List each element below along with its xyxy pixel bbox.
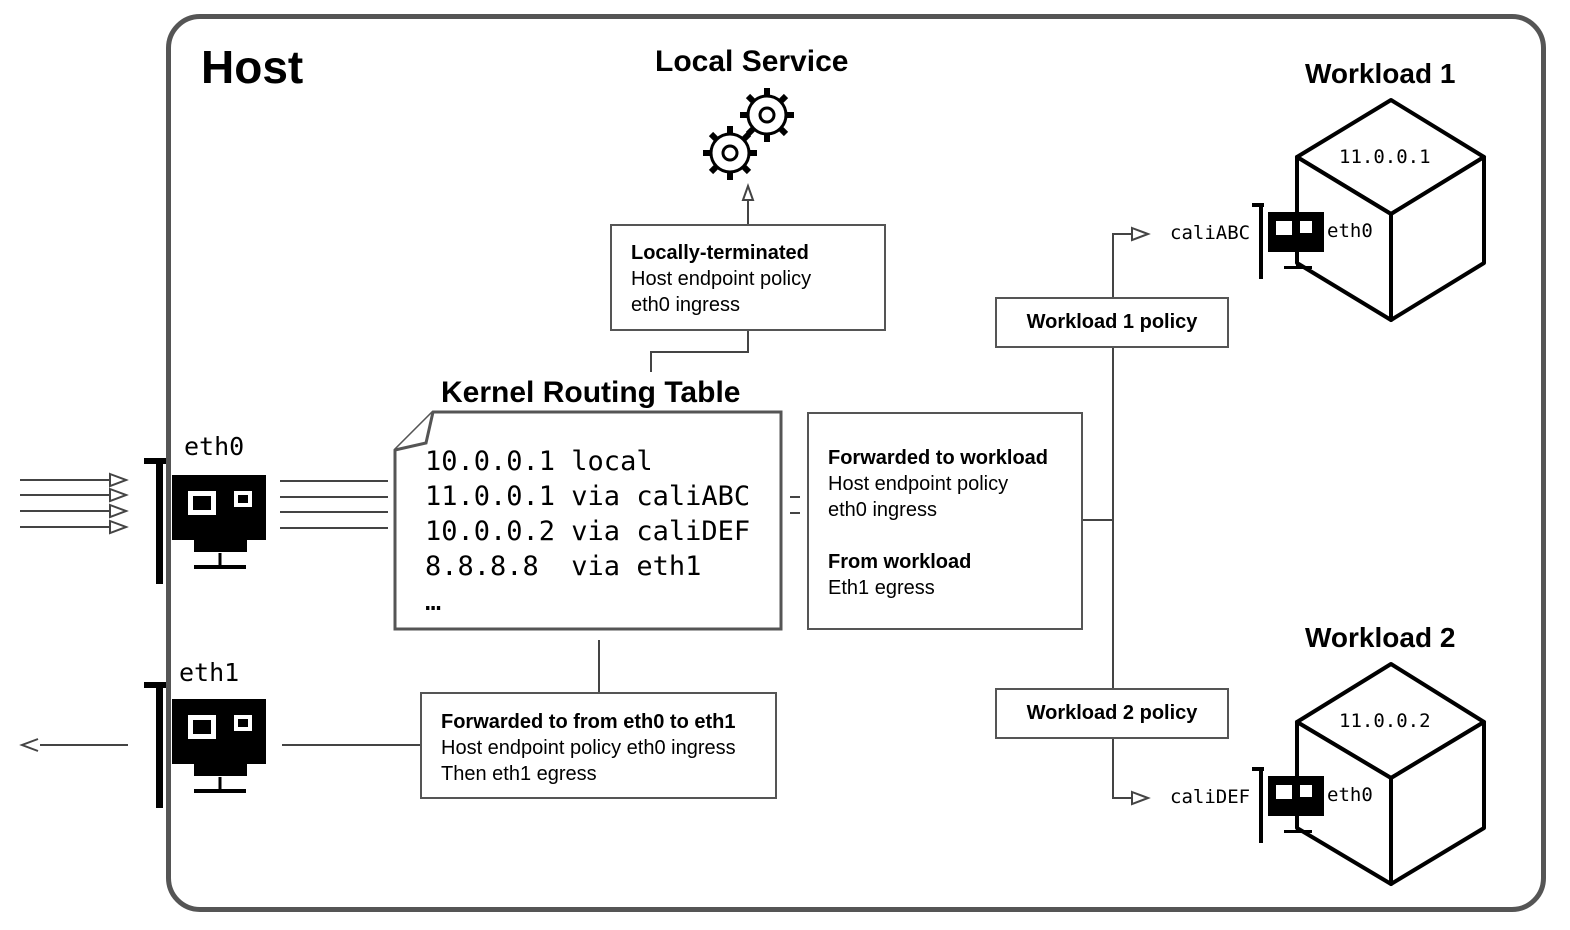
forwarded-workload-line2: eth0 ingress — [828, 499, 937, 521]
eth1-label: eth1 — [179, 658, 240, 687]
route-entry: 8.8.8.8 via eth1 — [425, 551, 702, 582]
from-workload-title: From workload — [828, 551, 972, 573]
eth0-card-icon — [144, 458, 266, 584]
route-entry: 10.0.0.1 local — [425, 446, 653, 477]
outgoing-traffic-arrow — [19, 738, 128, 752]
eth1-card-icon — [144, 682, 266, 808]
workload1-nic-icon — [1252, 203, 1324, 279]
forwarded-to-workload-box: Forwarded to workload Host endpoint poli… — [807, 412, 1083, 630]
routing-table-entries: 10.0.0.1 local 11.0.0.1 via caliABC 10.0… — [425, 444, 750, 619]
workload2-veth-label: caliDEF — [1170, 786, 1251, 808]
routing-table-title: Kernel Routing Table — [441, 376, 741, 409]
forwarded-workload-title: Forwarded to workload — [828, 447, 1049, 469]
forwarded-eth-line1: Host endpoint policy eth0 ingress — [441, 737, 736, 759]
forwarded-eth-line2: Then eth1 egress — [441, 763, 597, 785]
locally-terminated-title: Locally-terminated — [631, 242, 809, 264]
incoming-traffic-arrows — [20, 472, 129, 535]
workload1-title: Workload 1 — [1305, 58, 1456, 89]
forwarded-eth0-eth1-box: Forwarded to from eth0 to eth1 Host endp… — [420, 692, 777, 799]
workload1-policy-box: Workload 1 policy — [995, 297, 1229, 348]
gears-icon — [703, 88, 794, 180]
eth0-label: eth0 — [184, 432, 245, 461]
local-service-title: Local Service — [655, 45, 849, 78]
workload1-ip-label: 11.0.0.1 — [1339, 146, 1431, 168]
forwarded-workload-line1: Host endpoint policy — [828, 473, 1009, 495]
forwarded-eth-title: Forwarded to from eth0 to eth1 — [441, 711, 736, 733]
route-entry: 10.0.0.2 via caliDEF — [425, 516, 751, 547]
workload2-title: Workload 2 — [1305, 622, 1456, 653]
workload2-iface-label: eth0 — [1327, 784, 1373, 806]
workload2-ip-label: 11.0.0.2 — [1339, 710, 1431, 732]
locally-terminated-line1: Host endpoint policy — [631, 268, 812, 290]
locally-terminated-box: Locally-terminated Host endpoint policy … — [610, 224, 886, 331]
routing-table-document-icon — [393, 410, 783, 631]
workload1-iface-label: eth0 — [1327, 220, 1373, 242]
workload2-nic-icon — [1252, 767, 1324, 843]
host-title: Host — [201, 41, 304, 93]
route-entry: … — [425, 586, 442, 617]
workload1-veth-label: caliABC — [1170, 222, 1251, 244]
workload1-cube-icon — [1295, 98, 1486, 322]
workload2-policy-box: Workload 2 policy — [995, 688, 1229, 739]
host-frame — [166, 14, 1546, 912]
from-workload-line: Eth1 egress — [828, 577, 935, 599]
route-entry: 11.0.0.1 via caliABC — [425, 481, 751, 512]
locally-terminated-line2: eth0 ingress — [631, 294, 740, 316]
